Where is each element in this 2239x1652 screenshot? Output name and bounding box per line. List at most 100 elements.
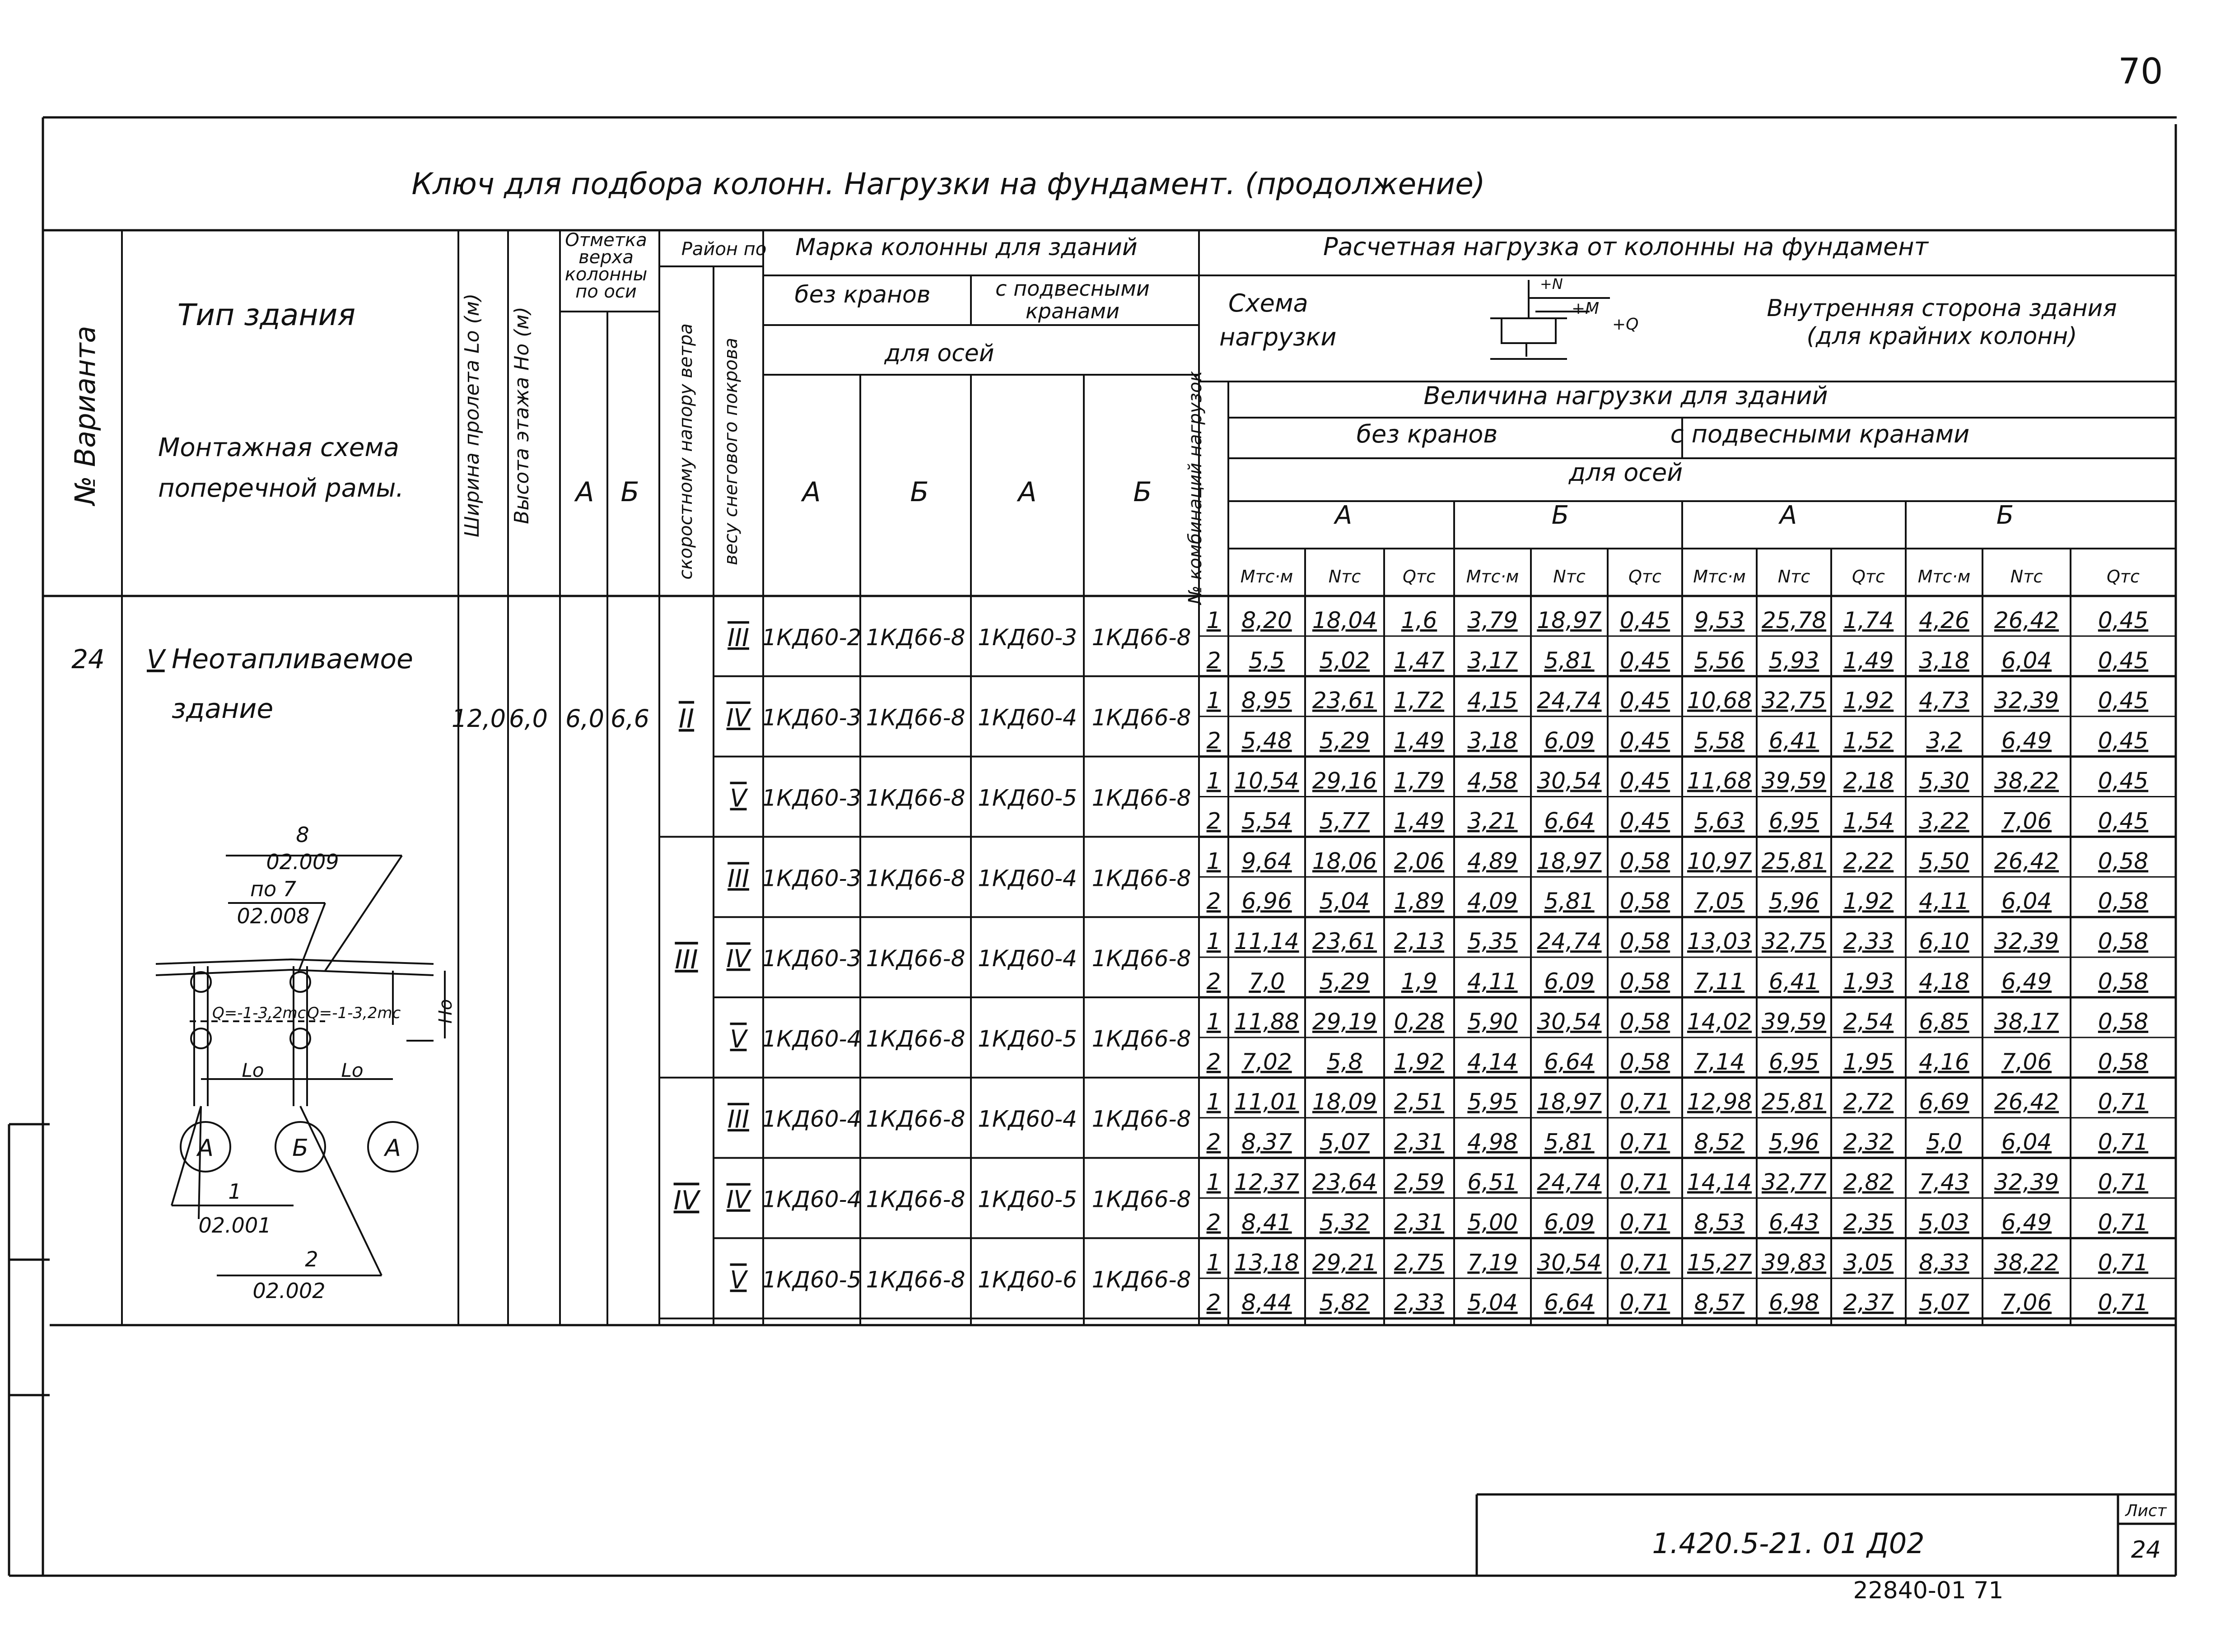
scheme-label-2: 2 [305, 1247, 318, 1271]
page-title: Ключ для подбора колонн. Нагрузки на фун… [411, 167, 1485, 201]
load-cell: 0,58 [2098, 928, 2148, 954]
column-mark: 1КД66-8 [1092, 865, 1191, 891]
load-cell: 5,81 [1544, 888, 1594, 914]
scheme-code-7: 02.008 [237, 904, 310, 928]
top-mark-line-4: по оси [575, 281, 637, 302]
column-mark: 1КД60-3 [762, 865, 862, 891]
load-cell: 5,07 [1320, 1129, 1370, 1155]
load-cell: 5,30 [1919, 768, 1969, 794]
load-cell: 0,58 [2098, 968, 2148, 995]
load-cell: 8,52 [1694, 1129, 1745, 1155]
table-grid [43, 229, 2176, 1325]
load-cell: 26,42 [1994, 607, 2059, 633]
load-cell: 2,06 [1394, 848, 1444, 874]
header-mark-a2: А [1016, 476, 1036, 508]
unit-label: Qтс [1852, 567, 1885, 586]
snow-region: V [730, 1266, 749, 1294]
snow-region: III [728, 864, 749, 893]
load-cell: 0,71 [2098, 1129, 2148, 1155]
load-cell: 6,09 [1544, 1209, 1594, 1235]
load-cell: 1 [1207, 688, 1221, 714]
load-cell: 0,45 [2098, 647, 2148, 674]
load-cell: 5,8 [1327, 1049, 1363, 1075]
load-cell: 9,53 [1694, 607, 1745, 633]
load-cell: 5,77 [1320, 808, 1370, 834]
load-cell: 18,97 [1537, 607, 1601, 633]
load-cell: 4,11 [1467, 968, 1517, 995]
load-cell: 1,92 [1843, 688, 1894, 714]
header-building-type: Тип здания [177, 298, 355, 332]
load-cell: 4,89 [1467, 848, 1517, 874]
header-span-width: Ширина пролета Lo (м) [461, 293, 484, 537]
load-cell: 10,97 [1687, 848, 1752, 874]
load-cell: 39,59 [1762, 1009, 1826, 1035]
symbol-m: +M [1572, 299, 1599, 318]
load-cell: 1,49 [1843, 647, 1894, 674]
load-cell: 0,45 [1620, 808, 1670, 834]
column-mark: 1КД60-4 [762, 1106, 862, 1132]
unit-label: Мтс·м [1918, 567, 1971, 586]
column-mark: 1КД66-8 [1092, 1266, 1191, 1293]
load-cell: 6,64 [1544, 808, 1594, 834]
scheme-lo-2: Lo [341, 1059, 363, 1081]
load-cell: 8,37 [1241, 1129, 1292, 1155]
top-mark-line-2: верха [578, 247, 634, 268]
load-cell: 2 [1207, 647, 1221, 674]
column-mark: 1КД60-4 [978, 705, 1077, 731]
load-cell: 2,31 [1394, 1209, 1444, 1235]
load-cell: 1,74 [1843, 607, 1894, 633]
column-mark: 1КД66-8 [866, 1106, 966, 1132]
column-mark: 1КД66-8 [1092, 705, 1191, 731]
header-load-a1: А [1334, 501, 1352, 530]
load-cell: 0,45 [2098, 768, 2148, 794]
load-cell: 5,82 [1320, 1289, 1370, 1316]
load-cell: 0,71 [1620, 1129, 1670, 1155]
load-cell: 0,71 [2098, 1169, 2148, 1196]
top-mark-line-1: Отметка [565, 230, 647, 251]
load-cell: 1 [1207, 1249, 1221, 1275]
load-cell: 0,45 [1620, 728, 1670, 754]
load-cell: 1 [1207, 928, 1221, 954]
load-cell: 9,64 [1241, 848, 1292, 874]
scheme-line-1: Монтажная схема [158, 433, 399, 462]
load-cell: 7,05 [1694, 888, 1745, 914]
column-mark: 1КД66-8 [866, 1026, 966, 1052]
load-cell: 0,71 [2098, 1249, 2148, 1275]
building-line-1: Неотапливаемое [172, 643, 413, 675]
load-cell: 6,64 [1544, 1289, 1594, 1316]
load-scheme-symbol: +N +M +Q [1490, 275, 1639, 360]
load-cell: 5,07 [1919, 1289, 1969, 1316]
load-cell: 6,09 [1544, 728, 1594, 754]
load-cell: 6,10 [1919, 928, 1969, 954]
load-cell: 0,45 [2098, 607, 2148, 633]
load-cell: 32,39 [1994, 928, 2059, 954]
load-cell: 7,02 [1241, 1049, 1292, 1075]
load-cell: 23,61 [1312, 688, 1377, 714]
column-mark: 1КД60-3 [978, 624, 1077, 651]
load-cell: 5,56 [1694, 647, 1745, 674]
load-cell: 0,45 [1620, 688, 1670, 714]
load-cell: 18,97 [1537, 848, 1601, 874]
header-mark-b1: Б [910, 476, 928, 508]
load-cell: 1,89 [1394, 888, 1444, 914]
scheme-code-1: 02.001 [199, 1213, 271, 1238]
unit-label: Мтс·м [1693, 567, 1746, 586]
doc-code: 1.420.5-21. 01 Д02 [1652, 1527, 1924, 1560]
load-cell: 23,61 [1312, 928, 1377, 954]
with-cranes-line-1: с подвесными [995, 276, 1150, 301]
load-cell: 39,59 [1762, 768, 1826, 794]
column-mark: 1КД66-8 [866, 1187, 966, 1213]
column-mark: 1КД60-3 [762, 785, 862, 811]
load-cell: 6,95 [1769, 808, 1819, 834]
snow-region: III [728, 1105, 749, 1134]
header-combination-no: № комбинаций нагрузок [1185, 371, 1206, 605]
header-with-cranes2: с подвесными кранами [1670, 420, 1969, 448]
load-cell: 0,58 [1620, 928, 1670, 954]
scheme-label-8: 8 [296, 823, 309, 847]
header-load-value: Величина нагрузки для зданий [1423, 382, 1828, 410]
load-cell: 0,58 [1620, 1009, 1670, 1035]
load-cell: 0,71 [2098, 1089, 2148, 1115]
load-scheme-line-1: Схема [1228, 289, 1308, 317]
load-cell: 2,35 [1843, 1209, 1894, 1235]
